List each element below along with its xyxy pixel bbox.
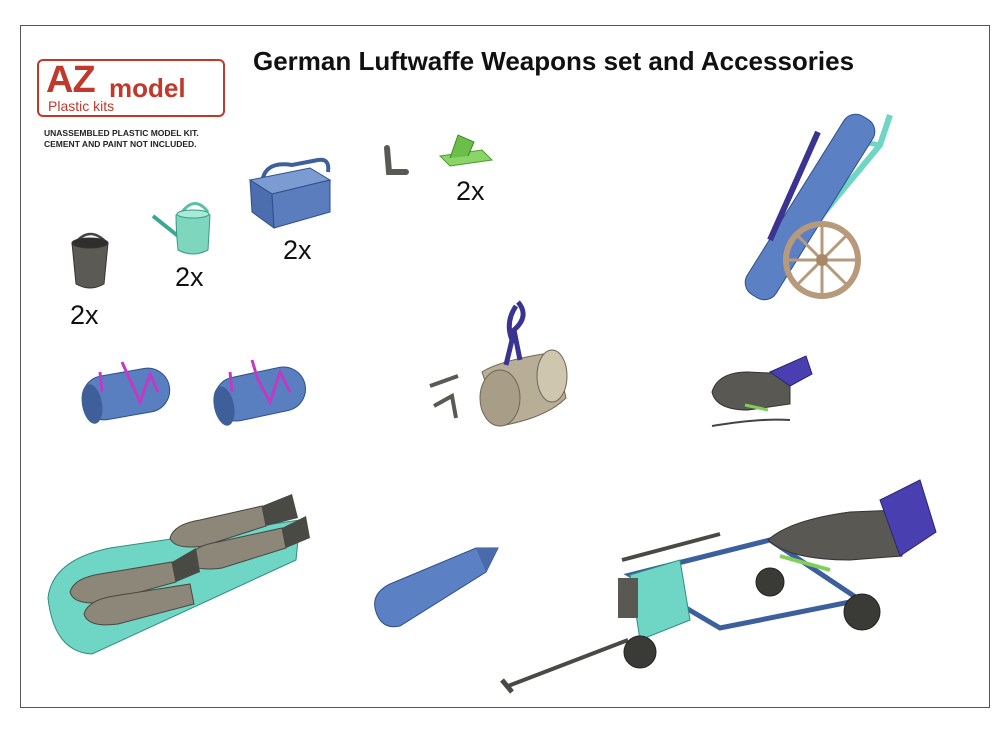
logo-brand-main: AZ [46,59,96,101]
watering-can-illustration [151,202,211,255]
bomb-loading-trolley-illustration [500,479,937,694]
bucket-illustration [71,232,109,289]
bucket-quantity: 2x [70,300,99,330]
toolbox-quantity: 2x [283,235,312,265]
disclaimer-line-1: UNASSEMBLED PLASTIC MODEL KIT. [44,128,199,138]
disclaimer-line-2: CEMENT AND PAINT NOT INCLUDED. [44,139,197,149]
brand-logo: AZ model Plastic kits [37,59,225,117]
green-bracket-illustration [438,134,494,167]
small-bomb-illustration [711,355,813,427]
bomb-cart-illustration [47,494,310,655]
padded-tube-right [213,359,306,426]
fuel-barrel-illustration [429,300,568,427]
oxygen-trolley-illustration [744,113,893,301]
small-bracket-illustration [384,145,409,175]
disclaimer: UNASSEMBLED PLASTIC MODEL KIT. CEMENT AN… [44,128,199,150]
toolbox-illustration [248,157,332,230]
drop-tank-illustration [374,547,499,628]
bracket-quantity: 2x [456,176,485,206]
watering-can-quantity: 2x [175,262,204,292]
page-title: German Luftwaffe Weapons set and Accesso… [253,46,855,76]
padded-tube-left [81,361,171,424]
logo-brand-secondary: model [109,73,186,103]
logo-subtitle: Plastic kits [48,98,115,114]
